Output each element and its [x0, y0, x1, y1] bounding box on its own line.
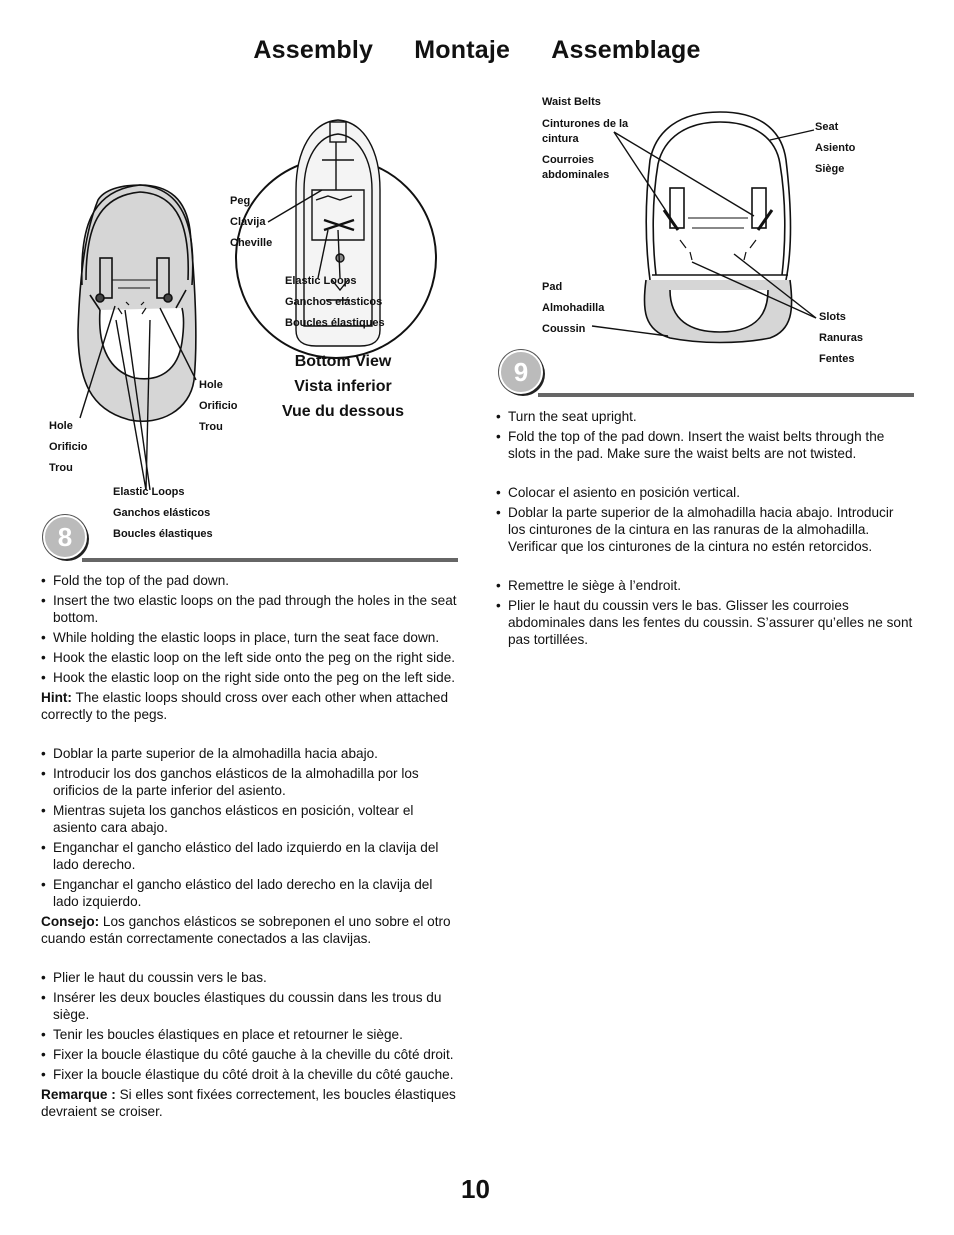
list-item: Enganchar el gancho elástico del lado de…	[41, 876, 459, 910]
label-hole-left-en: Hole	[49, 420, 73, 432]
list-item: Insérer les deux boucles élastiques du c…	[41, 989, 459, 1023]
label-pad: Pad Almohadilla Coussin	[542, 277, 604, 340]
label-hole-left-fr: Trou	[49, 462, 73, 474]
label-waist-belts-es: Cinturones de la cintura	[542, 117, 634, 147]
title-french: Assemblage	[551, 36, 701, 64]
page-number: 10	[461, 1174, 490, 1204]
label-elastic-loops: Elastic Loops Ganchos elásticos Boucles …	[113, 482, 213, 545]
hint-label-es: Consejo:	[41, 914, 100, 929]
hint-text-fr: Si elles sont fixées correctement, les b…	[41, 1087, 456, 1119]
label-elastic-loops-inset-en: Elastic Loops	[285, 275, 357, 287]
label-elastic-loops-es: Ganchos elásticos	[113, 507, 211, 519]
step8-fr-list: Plier le haut du coussin vers le bas. In…	[41, 969, 459, 1083]
label-elastic-loops-inset: Elastic Loops Ganchos elásticos Boucles …	[285, 271, 385, 334]
list-item: Mientras sujeta los ganchos elásticos en…	[41, 802, 459, 836]
step-9-badge: 9	[499, 350, 543, 394]
label-slots-fr: Fentes	[819, 353, 855, 365]
step8-seat-illustration	[77, 119, 437, 491]
page-title: Assembly Montaje Assemblage	[0, 36, 954, 65]
label-seat: Seat Asiento Siège	[815, 117, 855, 180]
list-item: Fold the top of the pad down.	[41, 572, 459, 589]
list-item: Tenir les boucles élastiques en place et…	[41, 1026, 459, 1043]
step8-instructions: Fold the top of the pad down. Insert the…	[41, 572, 459, 1123]
list-item: Doblar la parte superior de la almohadil…	[41, 745, 459, 762]
label-waist-belts-fr: Courroies abdominales	[542, 153, 622, 183]
list-item: Fold the top of the pad down. Insert the…	[496, 428, 914, 462]
hint-es: Consejo: Los ganchos elásticos se sobrep…	[41, 913, 459, 947]
step9-fr-list: Remettre le siège à l’endroit. Plier le …	[496, 577, 914, 648]
label-seat-es: Asiento	[815, 142, 856, 154]
label-pad-fr: Coussin	[542, 323, 586, 335]
label-peg-es: Clavija	[230, 216, 266, 228]
list-item: Insert the two elastic loops on the pad …	[41, 592, 459, 626]
list-item: Fixer la boucle élastique du côté gauche…	[41, 1046, 459, 1063]
step-8-divider	[82, 558, 458, 562]
list-item: Hook the elastic loop on the left side o…	[41, 649, 459, 666]
list-item: Plier le haut du coussin vers le bas. Gl…	[496, 597, 914, 648]
step9-en-list: Turn the seat upright. Fold the top of t…	[496, 408, 914, 462]
list-item: While holding the elastic loops in place…	[41, 629, 459, 646]
list-item: Enganchar el gancho elástico del lado iz…	[41, 839, 459, 873]
step9-instructions: Turn the seat upright. Fold the top of t…	[496, 408, 914, 651]
hint-label-fr: Remarque :	[41, 1087, 116, 1102]
label-hole-right-fr: Trou	[199, 421, 223, 433]
label-elastic-loops-en: Elastic Loops	[113, 486, 185, 498]
label-peg: Peg Clavija Cheville	[230, 191, 272, 254]
label-seat-en: Seat	[815, 121, 839, 133]
label-elastic-loops-fr: Boucles élastiques	[113, 528, 213, 540]
label-pad-en: Pad	[542, 281, 563, 293]
bottom-view-es: Vista inferior	[294, 378, 392, 395]
title-english: Assembly	[253, 36, 374, 64]
list-item: Introducir los dos ganchos elásticos de …	[41, 765, 459, 799]
hint-text-es: Los ganchos elásticos se sobreponen el u…	[41, 914, 451, 946]
label-elastic-loops-inset-fr: Boucles élastiques	[285, 317, 385, 329]
label-hole-left-es: Orificio	[49, 441, 88, 453]
list-item: Hook the elastic loop on the right side …	[41, 669, 459, 686]
label-elastic-loops-inset-es: Ganchos elásticos	[285, 296, 383, 308]
list-item: Remettre le siège à l’endroit.	[496, 577, 914, 594]
step9-es-list: Colocar el asiento en posición vertical.…	[496, 484, 914, 555]
label-hole-left: Hole Orificio Trou	[49, 416, 88, 479]
step-8-badge: 8	[43, 515, 87, 559]
label-waist-belts-es-text: Cinturones de la cintura	[542, 118, 629, 145]
list-item: Fixer la boucle élastique du côté droit …	[41, 1066, 459, 1083]
label-waist-belts-en: Waist Belts	[542, 96, 601, 108]
label-hole-right: Hole Orificio Trou	[199, 375, 238, 438]
step8-es-list: Doblar la parte superior de la almohadil…	[41, 745, 459, 910]
step8-en-list: Fold the top of the pad down. Insert the…	[41, 572, 459, 686]
bottom-view-caption: Bottom View Vista inferior Vue du dessou…	[270, 349, 416, 424]
hint-text-en: The elastic loops should cross over each…	[41, 690, 449, 722]
step-9-divider	[538, 393, 914, 397]
bottom-view-en: Bottom View	[294, 353, 392, 370]
label-slots-es: Ranuras	[819, 332, 864, 344]
hint-fr: Remarque : Si elles sont fixées correcte…	[41, 1086, 459, 1120]
step9-seat-illustration	[591, 111, 817, 344]
bottom-view-fr: Vue du dessous	[281, 403, 405, 420]
label-hole-right-es: Orificio	[199, 400, 238, 412]
label-peg-fr: Cheville	[230, 237, 273, 249]
label-hole-right-en: Hole	[199, 379, 223, 391]
title-spanish: Montaje	[414, 36, 511, 64]
label-pad-es: Almohadilla	[542, 302, 605, 314]
label-slots-en: Slots	[819, 311, 846, 323]
label-slots: Slots Ranuras Fentes	[819, 307, 863, 370]
label-seat-fr: Siège	[815, 163, 845, 175]
hint-label-en: Hint:	[41, 690, 72, 705]
list-item: Plier le haut du coussin vers le bas.	[41, 969, 459, 986]
list-item: Doblar la parte superior de la almohadil…	[496, 504, 914, 555]
list-item: Turn the seat upright.	[496, 408, 914, 425]
list-item: Colocar el asiento en posición vertical.	[496, 484, 914, 501]
label-waist-belts: Waist Belts	[542, 92, 601, 113]
label-peg-en: Peg	[230, 195, 251, 207]
hint-en: Hint: The elastic loops should cross ove…	[41, 689, 459, 723]
label-waist-belts-fr-text: Courroies abdominales	[542, 154, 610, 181]
